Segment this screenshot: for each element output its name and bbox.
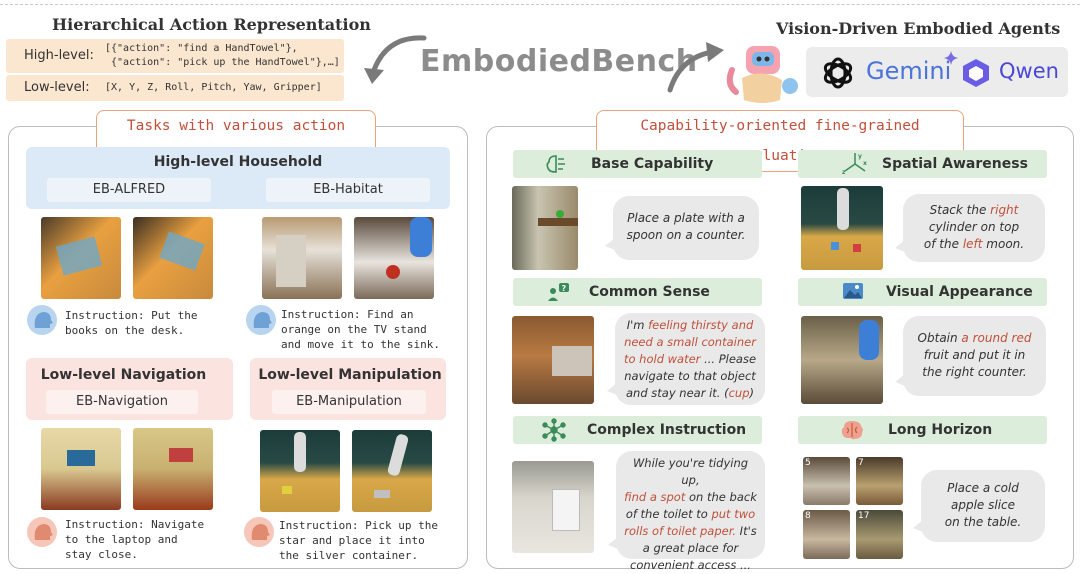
frame-number: 17 [858,511,870,521]
svg-text:?: ? [562,284,567,293]
model-logos-box: Gemini Qwen [806,47,1068,97]
base-capability-bar: Base Capability [513,150,762,178]
gemini-sparkle-icon [944,51,958,65]
red-head-icon [244,517,274,547]
vision-driven-agents-title: Vision-Driven Embodied Agents [776,19,1061,38]
base-capability-label: Base Capability [591,156,714,172]
visual-appearance-image [801,316,883,404]
navigation-instruction: Instruction: Navigate to the laptop and … [65,518,205,561]
complex-instruction-label: Complex Instruction [587,422,747,438]
env-eb-habitat: EB-Habitat [266,178,430,202]
long-horizon-bubble: Place a cold apple slice on the table. [913,470,1045,542]
low-level-label: Low-level: [24,80,90,95]
long-horizon-frame-5: 5 [803,457,850,505]
manipulation-image-2 [352,430,432,512]
spatial-awareness-bar: y z x Spatial Awareness [798,150,1047,178]
complex-instruction-image [512,461,594,553]
frame-number: 7 [858,458,864,468]
visual-appearance-bar: Visual Appearance [798,278,1047,306]
manipulation-instruction: Instruction: Pick up the star and place … [279,519,438,562]
low-level-navigation-box: Low-level Navigation EB-Navigation [26,358,233,420]
brain-circuit-icon [546,155,565,173]
brain-icon [841,421,863,440]
qwen-logo-text: Qwen [999,59,1059,83]
navigation-title: Low-level Navigation [40,367,207,383]
navigation-image-1 [41,428,121,510]
embodiedbench-brand: EmbodiedBench [420,44,698,79]
long-horizon-label: Long Horizon [888,422,993,438]
common-sense-bubble: I'm feeling thirsty and need a small con… [607,313,765,405]
common-sense-label: Common Sense [589,284,710,300]
long-horizon-frame-7: 7 [856,457,903,505]
gemini-logo-text: Gemini [866,57,952,85]
complex-instruction-bubble: While you're tidying up, find a spot on … [608,451,765,572]
openai-logo-icon [823,57,853,89]
manipulation-title: Low-level Manipulation [258,367,442,383]
image-icon [843,283,863,299]
alfred-image-1 [41,217,121,299]
visual-appearance-bubble: Obtain a round red fruit and put it in t… [895,316,1046,396]
low-level-manipulation-box: Low-level Manipulation EB-Manipulation [250,358,446,420]
env-eb-navigation: EB-Navigation [46,390,198,414]
base-capability-bubble: Place a plate with a spoon on a counter. [605,196,759,260]
frame-number: 8 [805,511,811,521]
spatial-awareness-image [801,186,883,270]
qwen-logo-icon [963,59,989,87]
low-level-row: Low-level: [X, Y, Z, Roll, Pitch, Yaw, G… [6,75,344,101]
high-level-household-box: High-level Household EB-ALFRED EB-Habita… [26,147,450,209]
habitat-image-2 [354,217,434,299]
base-capability-image [512,186,578,270]
high-level-label: High-level: [24,48,94,63]
svg-text:x: x [863,160,867,167]
curved-arrow-left-icon [364,35,427,84]
household-title: High-level Household [153,154,323,170]
visual-appearance-label: Visual Appearance [886,284,1033,300]
low-level-code: [X, Y, Z, Roll, Pitch, Yaw, Gripper] [105,82,322,93]
common-sense-bar: ? Common Sense [513,278,762,306]
blue-head-icon [27,305,57,335]
spatial-awareness-bubble: Stack the right cylinder on top of the l… [895,194,1045,262]
long-horizon-bar: Long Horizon [798,416,1047,444]
network-nodes-icon [542,418,566,442]
curved-arrow-right-icon [667,42,724,93]
long-horizon-frame-8: 8 [803,510,850,559]
long-horizon-frame-17: 17 [856,510,903,559]
svg-text:y: y [858,153,862,160]
frame-number: 5 [805,458,811,468]
common-sense-image [512,316,594,404]
high-level-code-line-2: {"action": "pick up the HandTowel"},…] [105,57,340,68]
high-level-code-line-1: [{"action": "find a HandTowel"}, [105,43,298,54]
robot-agent-icon [726,46,798,103]
blue-head-icon [246,305,276,335]
xyz-axes-icon: y z x [842,153,867,175]
household-instruction-1: Instruction: Put the books on the desk. [65,309,198,337]
alfred-image-2 [133,217,213,299]
complex-instruction-bar: Complex Instruction [513,416,762,444]
hierarchical-action-title: Hierarchical Action Representation [52,15,371,34]
household-instruction-2: Instruction: Find an orange on the TV st… [281,308,440,351]
people-question-icon: ? [548,283,569,301]
svg-text:z: z [842,169,846,175]
habitat-image-1 [262,217,342,299]
red-head-icon [27,517,57,547]
env-eb-manipulation: EB-Manipulation [272,390,426,414]
env-eb-alfred: EB-ALFRED [47,178,211,202]
spatial-awareness-label: Spatial Awareness [882,156,1028,172]
manipulation-image-1 [260,430,340,512]
top-dashed-divider [0,4,1080,5]
high-level-row: High-level: [{"action": "find a HandTowe… [6,39,344,73]
navigation-image-2 [133,428,213,510]
